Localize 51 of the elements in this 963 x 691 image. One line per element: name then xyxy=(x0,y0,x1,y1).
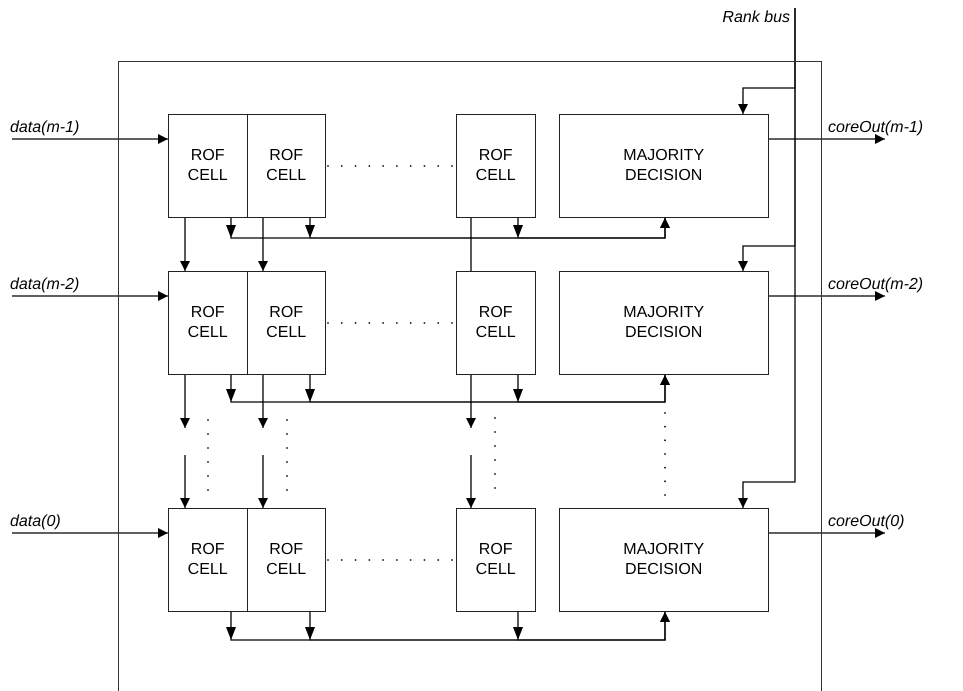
box-label: ROF CELL xyxy=(265,540,308,580)
rof-cell-box xyxy=(246,270,326,375)
rof-cell-box xyxy=(246,114,326,218)
majority-decision-box xyxy=(558,508,769,612)
box-label: ROF CELL xyxy=(186,540,229,580)
rof-cell-box xyxy=(246,508,326,612)
rof-cell-box xyxy=(456,114,536,218)
bus-label: Rank bus xyxy=(655,8,795,32)
rof-cell-box xyxy=(168,508,248,612)
arrow xyxy=(258,218,268,271)
arrow xyxy=(12,528,168,538)
arrow xyxy=(517,218,670,239)
arrow xyxy=(466,455,476,508)
rof-cell-box xyxy=(456,270,536,375)
rof-cell-box xyxy=(168,270,248,375)
box-label: MAJORITY DECISION xyxy=(622,302,706,343)
rof-cell-box xyxy=(456,508,536,612)
arrow xyxy=(180,375,190,428)
input-label: data(m-2) xyxy=(10,275,120,296)
arrow xyxy=(769,291,885,301)
arrow xyxy=(12,291,168,301)
box-label: ROF CELL xyxy=(474,302,517,343)
arrow xyxy=(180,455,190,508)
arrow xyxy=(517,612,670,641)
rof-cell-box xyxy=(168,114,248,218)
output-label: coreOut(0) xyxy=(828,512,953,533)
arrow xyxy=(769,134,885,144)
box-label: ROF CELL xyxy=(474,540,517,580)
box-label: ROF CELL xyxy=(474,146,517,186)
arrow xyxy=(12,134,168,144)
box-label: ROF CELL xyxy=(265,302,308,343)
arrow xyxy=(466,375,476,428)
box-label: MAJORITY DECISION xyxy=(622,146,706,186)
arrow xyxy=(258,375,268,428)
box-label: ROF CELL xyxy=(186,302,229,343)
connector-line xyxy=(470,218,472,271)
input-label: data(m-1) xyxy=(10,118,120,139)
box-label: ROF CELL xyxy=(265,146,308,186)
box-label: MAJORITY DECISION xyxy=(622,540,706,580)
output-label: coreOut(m-2) xyxy=(828,275,953,296)
arrow xyxy=(769,528,885,538)
arrow xyxy=(258,455,268,508)
box-label: ROF CELL xyxy=(186,146,229,186)
majority-decision-box xyxy=(558,114,769,218)
arrow xyxy=(738,8,796,508)
output-label: coreOut(m-1) xyxy=(828,118,953,139)
majority-decision-box xyxy=(558,270,769,375)
arrow xyxy=(517,375,670,403)
arrow xyxy=(180,218,190,271)
frame-box xyxy=(118,61,822,691)
input-label: data(0) xyxy=(10,512,120,533)
